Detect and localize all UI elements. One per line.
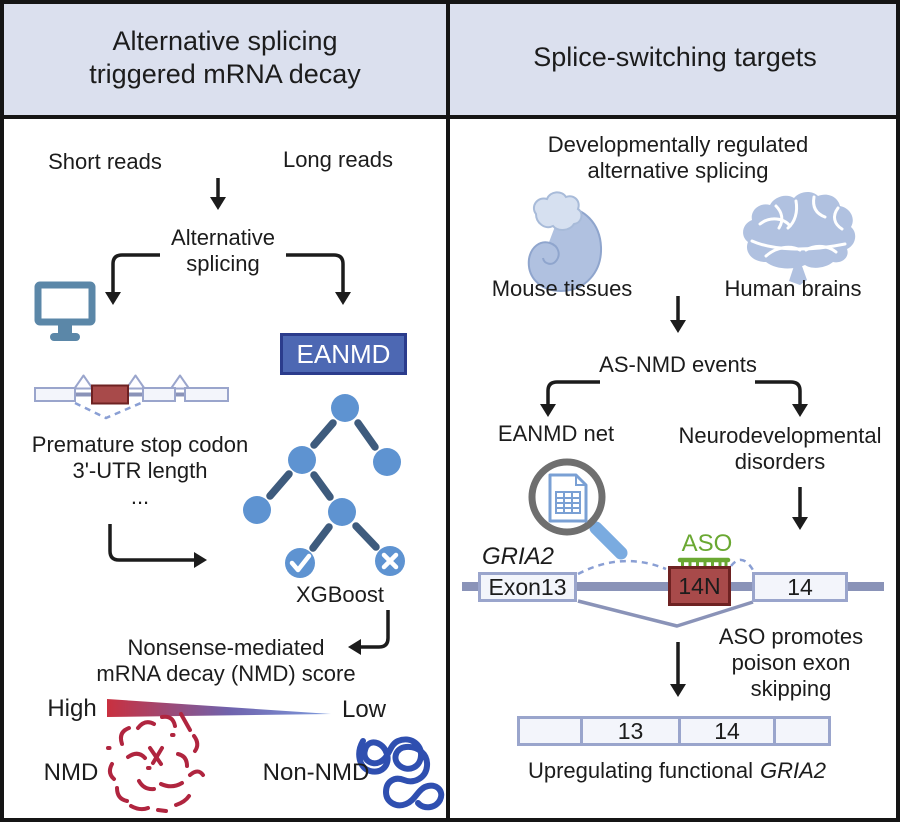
poison-exon-14n-box: 14N bbox=[668, 566, 731, 606]
mrna-utr-right bbox=[776, 719, 828, 743]
gria2-gene-label: GRIA2 bbox=[481, 543, 555, 570]
eanmd-net-label: EANMD net bbox=[497, 421, 615, 446]
mrna-exon14-cell: 14 bbox=[681, 718, 776, 744]
long-reads-label: Long reads bbox=[282, 147, 394, 172]
mouse-tissues-label: Mouse tissues bbox=[491, 276, 633, 301]
nmd-score-label: Nonsense-mediated mRNA decay (NMD) score bbox=[96, 635, 356, 686]
eanmd-model-box: EANMD bbox=[280, 333, 407, 375]
arrow-asnmd-to-disorders bbox=[755, 380, 808, 417]
arrow-disorders-to-gene bbox=[792, 487, 808, 530]
devreg-splicing-label: Developmentally regulated alternative sp… bbox=[547, 132, 809, 183]
aso-label: ASO bbox=[681, 530, 733, 557]
left-panel-title: Alternative splicing triggered mRNA deca… bbox=[0, 0, 450, 115]
exon13-box: Exon13 bbox=[478, 572, 577, 602]
cross-icon bbox=[375, 546, 405, 576]
mouse-embryo-icon bbox=[527, 191, 603, 293]
skipping-splice-line bbox=[577, 599, 754, 628]
short-reads-label: Short reads bbox=[48, 149, 162, 174]
inclusion-dashed-arc-2 bbox=[730, 558, 755, 571]
panel-divider bbox=[446, 0, 450, 822]
nmd-label: NMD bbox=[43, 759, 99, 786]
inclusion-dashed-arc-1 bbox=[577, 559, 667, 576]
header-divider bbox=[0, 115, 900, 119]
left-title-line1: Alternative splicing bbox=[112, 25, 338, 56]
alternative-splicing-label: Alternative splicing bbox=[171, 225, 275, 276]
right-panel-title: Splice-switching targets bbox=[450, 0, 900, 115]
arrow-features-to-tree bbox=[108, 524, 207, 568]
arrow-asnmd-to-eanmdnet bbox=[540, 380, 600, 417]
left-title-line2: triggered mRNA decay bbox=[89, 58, 361, 89]
as-nmd-events-label: AS-NMD events bbox=[599, 352, 757, 377]
feature-3utr-length: 3'-UTR length bbox=[72, 458, 208, 483]
nmd-score-gradient-bar bbox=[107, 699, 331, 717]
magnifier-table-icon bbox=[528, 458, 628, 560]
pre-mrna-diagram bbox=[34, 374, 229, 420]
spliced-mrna-bar: 13 14 bbox=[517, 716, 831, 746]
arrow-tissues-to-asnmd bbox=[670, 296, 686, 333]
arrow-splicing-to-monitor bbox=[105, 253, 160, 305]
human-brains-label: Human brains bbox=[724, 276, 862, 301]
xgboost-label: XGBoost bbox=[295, 582, 385, 607]
arrow-exon-skipping bbox=[670, 642, 686, 697]
mrna-utr-left bbox=[520, 719, 583, 743]
low-label: Low bbox=[341, 696, 387, 723]
exon14-box: 14 bbox=[752, 572, 848, 602]
monitor-icon bbox=[34, 281, 96, 341]
check-icon bbox=[285, 548, 315, 578]
arrow-xgboost-to-score bbox=[348, 610, 390, 655]
poison-exon-left bbox=[91, 384, 129, 405]
decision-tree-icon bbox=[243, 394, 405, 578]
non-nmd-label: Non-NMD bbox=[262, 759, 370, 786]
right-title: Splice-switching targets bbox=[533, 42, 817, 72]
skipping-dashed-line bbox=[74, 401, 142, 420]
high-label: High bbox=[47, 695, 97, 722]
neurodev-disorders-label: Neurodevelopmental disorders bbox=[678, 423, 882, 474]
arrow-reads-to-splicing bbox=[210, 178, 226, 210]
degraded-mrna-icon bbox=[106, 712, 205, 813]
mrna-exon13-cell: 13 bbox=[583, 718, 681, 744]
stable-mrna-icon bbox=[356, 736, 445, 811]
feature-ellipsis: ... bbox=[130, 484, 150, 509]
brain-icon bbox=[743, 192, 856, 285]
aso-promotes-label: ASO promotes poison exon skipping bbox=[718, 624, 864, 701]
arrow-splicing-to-eanmd bbox=[286, 253, 351, 305]
feature-premature-stop: Premature stop codon bbox=[31, 432, 249, 457]
